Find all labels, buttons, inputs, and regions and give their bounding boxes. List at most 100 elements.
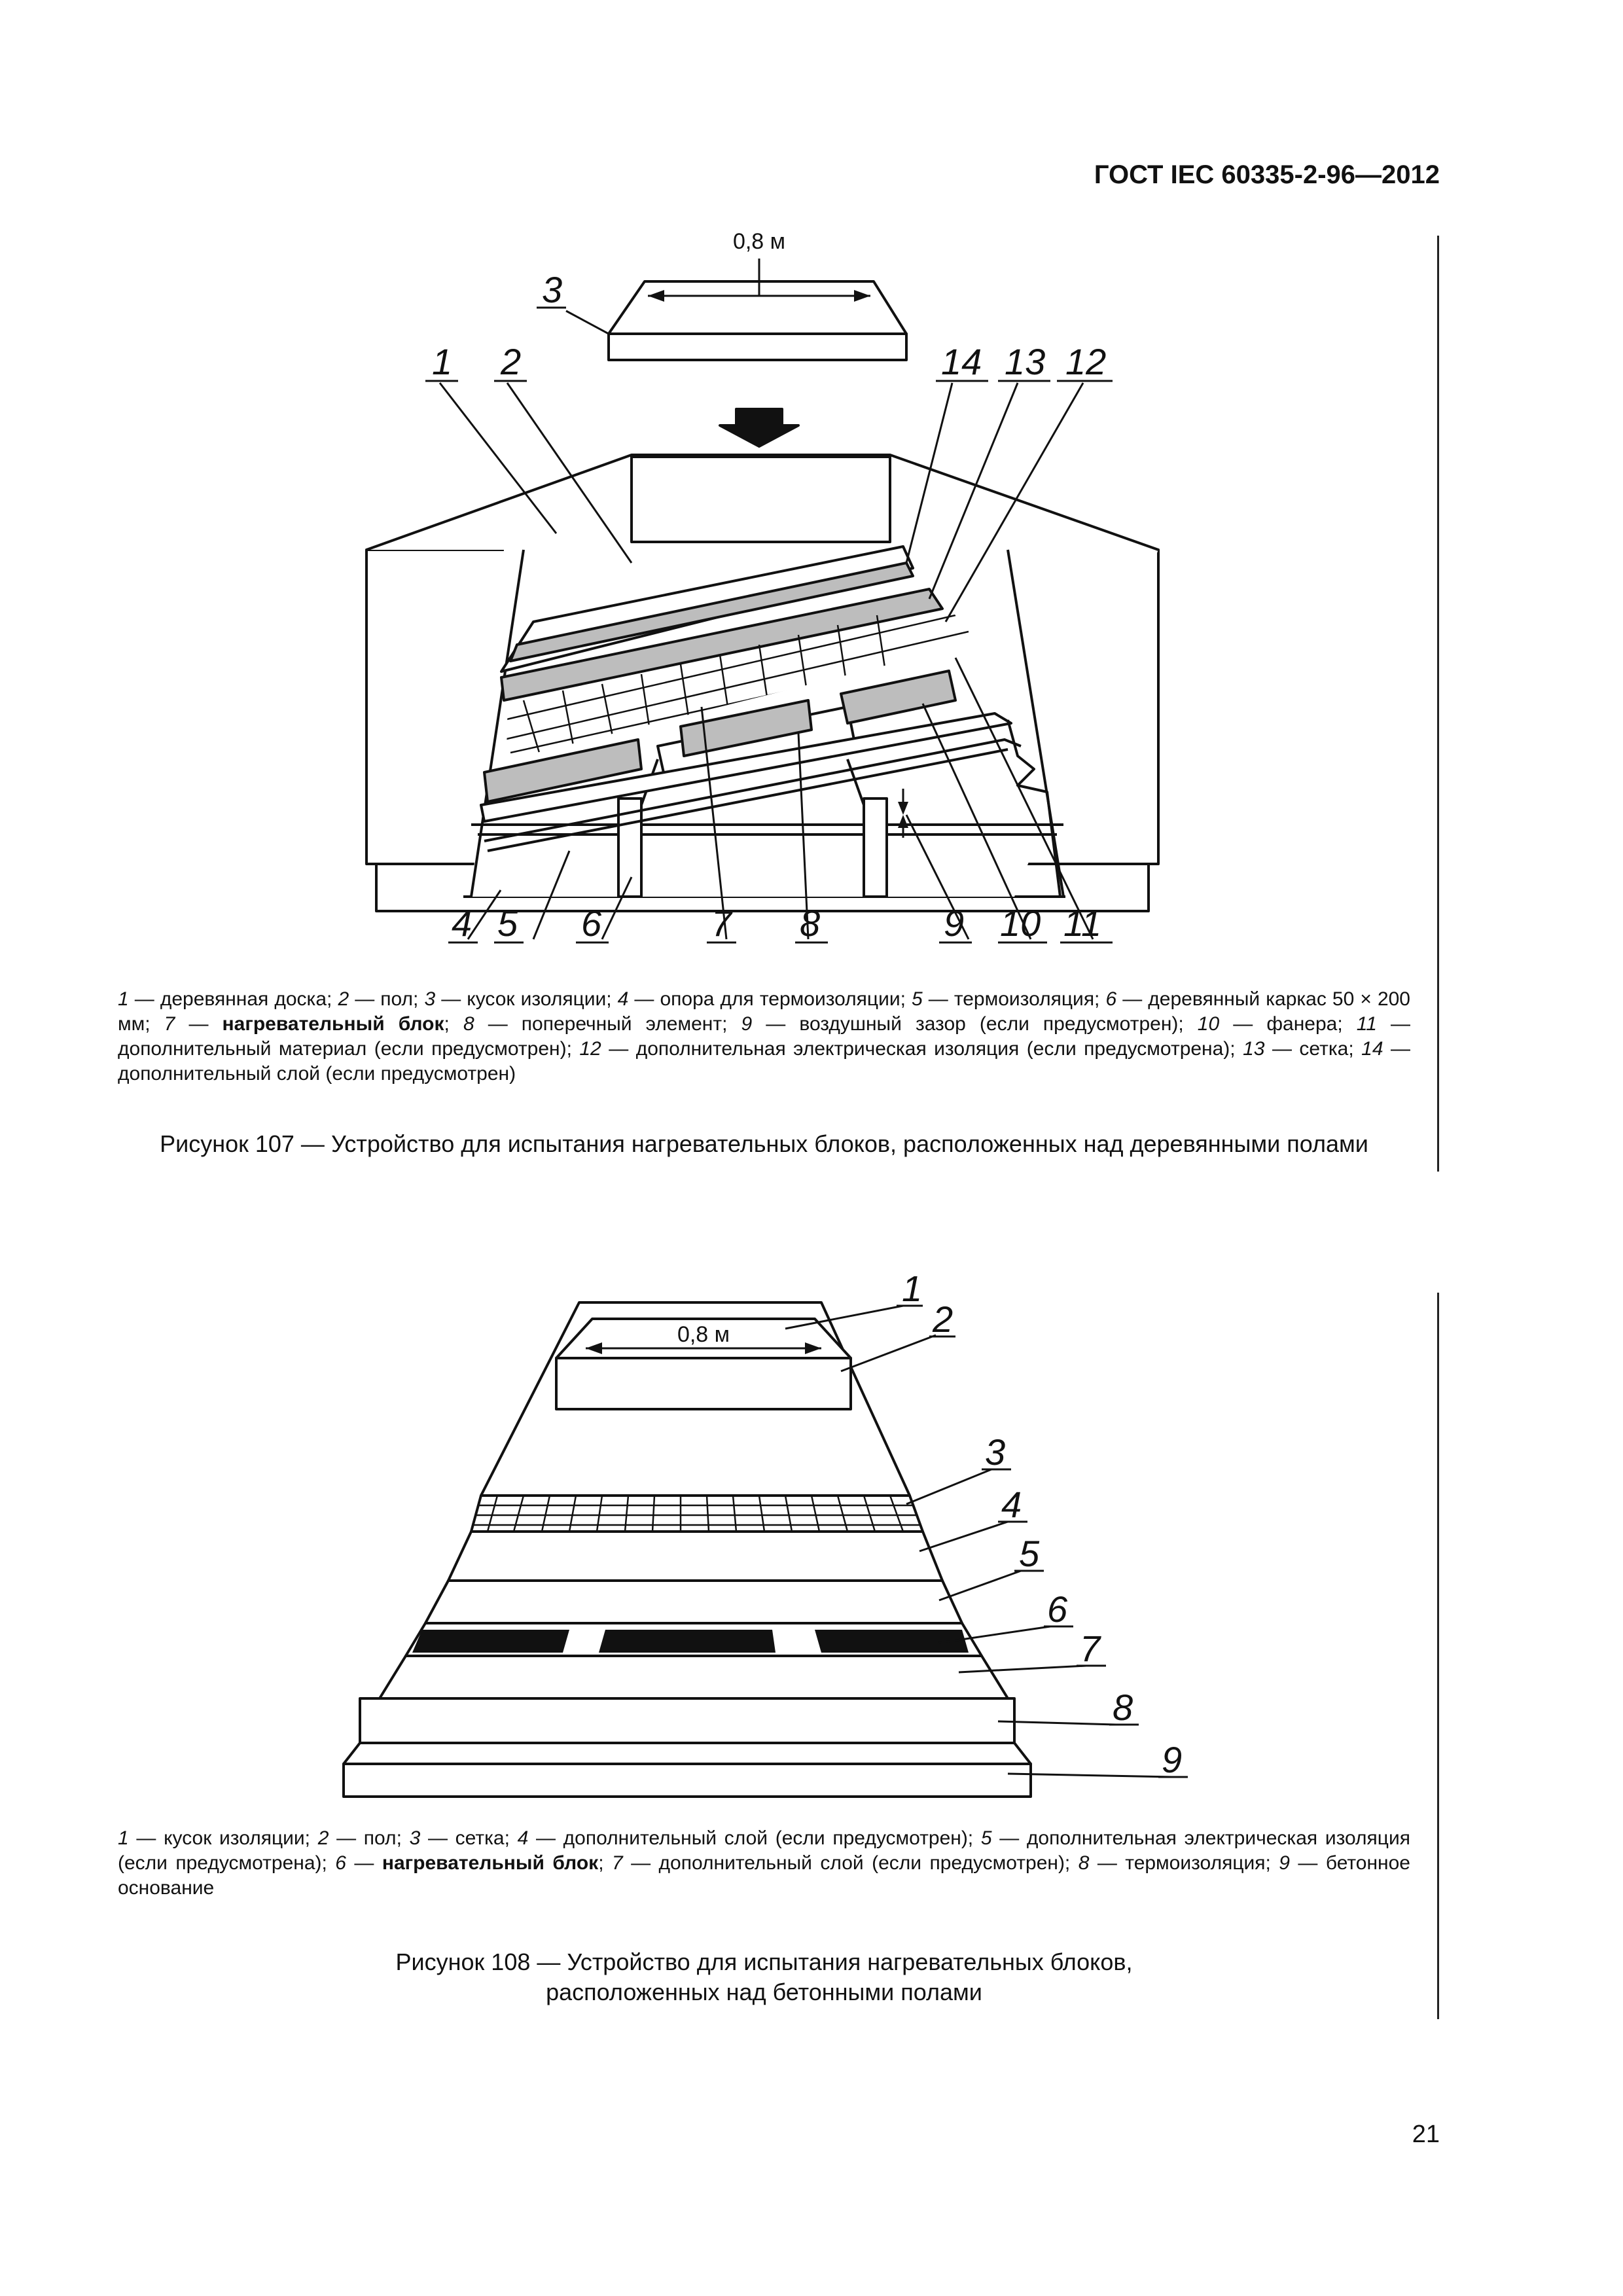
- figure-107-drawing: 0,8 м 3 1 2 14 13 12 4 5 6 7 8 9 10 11: [365, 229, 1160, 944]
- insulation-piece-front: [555, 1357, 852, 1410]
- fig108-label-5: 5: [1019, 1533, 1040, 1574]
- insulation-piece-top: [607, 280, 908, 335]
- figure-107-legend-text: ;: [444, 1013, 463, 1035]
- page-number: 21: [1412, 2121, 1440, 2148]
- standard-header: ГОСТ IEC 60335-2-96—2012: [1094, 160, 1440, 189]
- figure-108-caption-line1: Рисунок 108 — Устройство для испытания н…: [395, 1948, 1133, 1975]
- plywood-layer: [480, 712, 1012, 823]
- insulation-piece-front: [607, 332, 908, 361]
- fig107-label-8: 8: [800, 903, 820, 944]
- margin-rule-bottom: [1437, 1293, 1439, 2019]
- fig107-label-5: 5: [497, 903, 518, 944]
- dimension-label: 0,8 м: [733, 229, 785, 254]
- fig108-label-4: 4: [1001, 1484, 1022, 1525]
- dimension-label: 0,8 м: [677, 1322, 730, 1347]
- figure-108-legend-text: — кусок изоляции;: [128, 1827, 318, 1849]
- figure-107-legend-text: — сетка;: [1264, 1038, 1362, 1060]
- layer-grid-3: [470, 1494, 924, 1533]
- layer-9-top: [342, 1742, 1032, 1765]
- figure-108-legend-number: 6: [335, 1852, 346, 1874]
- fig107-label-11: 11: [1063, 903, 1101, 944]
- figure-108-legend-number: 2: [317, 1827, 329, 1849]
- figure-108-legend-text: — дополнительный слой (если предусмотрен…: [528, 1827, 981, 1849]
- figure-108-legend-number: 3: [409, 1827, 421, 1849]
- figure-108-legend-text: ;: [598, 1852, 612, 1874]
- figure-108-legend-text: — пол;: [329, 1827, 410, 1849]
- figure-108-legend-number: 9: [1279, 1852, 1290, 1874]
- figure-108-legend-number: 8: [1078, 1852, 1090, 1874]
- figure-108-legend-emphasis: нагревательный блок: [382, 1852, 599, 1874]
- figure-107-legend-text: — воздушный зазор (если предусмотрен);: [752, 1013, 1198, 1035]
- figure-107-legend-number: 3: [424, 988, 436, 1010]
- figure-107-legend-text: — дополнительная электрическая изоляция …: [601, 1038, 1243, 1060]
- figure-107-legend-emphasis: нагревательный блок: [222, 1013, 444, 1035]
- figure-107-legend-text: — термоизоляция;: [922, 988, 1106, 1010]
- figure-108-legend-text: — дополнительная электрическая изоляция …: [118, 1827, 1410, 1874]
- fig108-label-2: 2: [932, 1299, 953, 1340]
- figure-107-legend-number: 11: [1356, 1013, 1377, 1035]
- figure-108-legend-number: 5: [980, 1827, 992, 1849]
- figure-107-legend-text: — фанера;: [1219, 1013, 1357, 1035]
- figure-107-legend-text: — дополнительный слой (если предусмотрен…: [118, 1038, 1410, 1085]
- figure-107-legend-number: 7: [164, 1013, 175, 1035]
- fig108-label-6: 6: [1047, 1588, 1068, 1630]
- layer-14: [509, 562, 914, 662]
- layer-9: [342, 1763, 1032, 1798]
- fig107-label-13: 13: [1005, 341, 1045, 382]
- figure-107-caption: Рисунок 107 — Устройство для испытания н…: [160, 1130, 1368, 1157]
- figure-107-legend-text: — деревянный каркас 50 × 200 мм;: [118, 988, 1410, 1035]
- figure-107-legend-text: — кусок изоляции;: [435, 988, 618, 1010]
- fig107-label-1: 1: [432, 341, 452, 382]
- figure-107-legend-number: 6: [1105, 988, 1117, 1010]
- figure-107-legend-number: 2: [338, 988, 349, 1010]
- heating-block-a: [483, 738, 643, 803]
- heating-block-b: [679, 699, 813, 757]
- layer-5: [424, 1579, 963, 1624]
- figure-107-legend-text: — опора для термоизоляции;: [628, 988, 912, 1010]
- heating-block-3: [815, 1630, 969, 1653]
- fig107-label-4: 4: [452, 903, 472, 944]
- figure-107-legend-number: 12: [579, 1038, 601, 1060]
- figure-107-legend-number: 14: [1361, 1038, 1383, 1060]
- fig107-label-3: 3: [542, 269, 562, 310]
- fig108-label-7: 7: [1080, 1628, 1101, 1669]
- fig107-label-12: 12: [1065, 341, 1106, 382]
- figure-107-legend-number: 8: [463, 1013, 474, 1035]
- down-arrow: [719, 408, 800, 448]
- fig107-label-14: 14: [941, 341, 982, 382]
- joist-right: [863, 797, 888, 898]
- fig107-label-2: 2: [500, 341, 521, 382]
- figure-107-legend: 1 — деревянная доска; 2 — пол; 3 — кусок…: [118, 987, 1410, 1086]
- fig108-label-8: 8: [1113, 1687, 1133, 1728]
- figure-108-caption: Рисунок 108 — Устройство для испытания н…: [118, 1947, 1410, 2007]
- layer-4: [447, 1530, 944, 1582]
- fig107-label-7: 7: [711, 903, 733, 944]
- fig107-label-10: 10: [1000, 903, 1041, 944]
- fig107-label-6: 6: [581, 903, 602, 944]
- fig108-label-1: 1: [902, 1276, 922, 1309]
- figure-107-legend-number: 1: [118, 988, 129, 1010]
- figure-107-legend-number: 10: [1197, 1013, 1220, 1035]
- floor-opening: [630, 456, 891, 543]
- fig107-label-9: 9: [944, 903, 964, 944]
- margin-rule-top: [1437, 236, 1439, 1172]
- fig108-label-3: 3: [985, 1431, 1005, 1473]
- fig108-label-9: 9: [1162, 1739, 1182, 1780]
- figure-107-legend-number: 13: [1243, 1038, 1265, 1060]
- figure-108-legend-number: 4: [517, 1827, 529, 1849]
- heating-block-2: [599, 1630, 776, 1653]
- figure-108-legend-number: 7: [611, 1852, 623, 1874]
- heating-block-c: [840, 670, 957, 725]
- figure-108-legend-text: — термоизоляция;: [1089, 1852, 1279, 1874]
- figure-108-legend: 1 — кусок изоляции; 2 — пол; 3 — сетка; …: [118, 1826, 1410, 1901]
- figure-107-legend-text: — поперечный элемент;: [474, 1013, 741, 1035]
- layer-8: [359, 1697, 1016, 1744]
- figure-107-legend-text: —: [175, 1013, 223, 1035]
- layer-7: [378, 1655, 1009, 1700]
- figure-107-legend-number: 4: [617, 988, 629, 1010]
- figure-107-legend-number: 9: [741, 1013, 753, 1035]
- figure-108-legend-text: — бетонное основание: [118, 1852, 1410, 1899]
- figure-107-legend-number: 5: [912, 988, 923, 1010]
- figure-108-legend-number: 1: [118, 1827, 129, 1849]
- figure-107-legend-text: — пол;: [349, 988, 425, 1010]
